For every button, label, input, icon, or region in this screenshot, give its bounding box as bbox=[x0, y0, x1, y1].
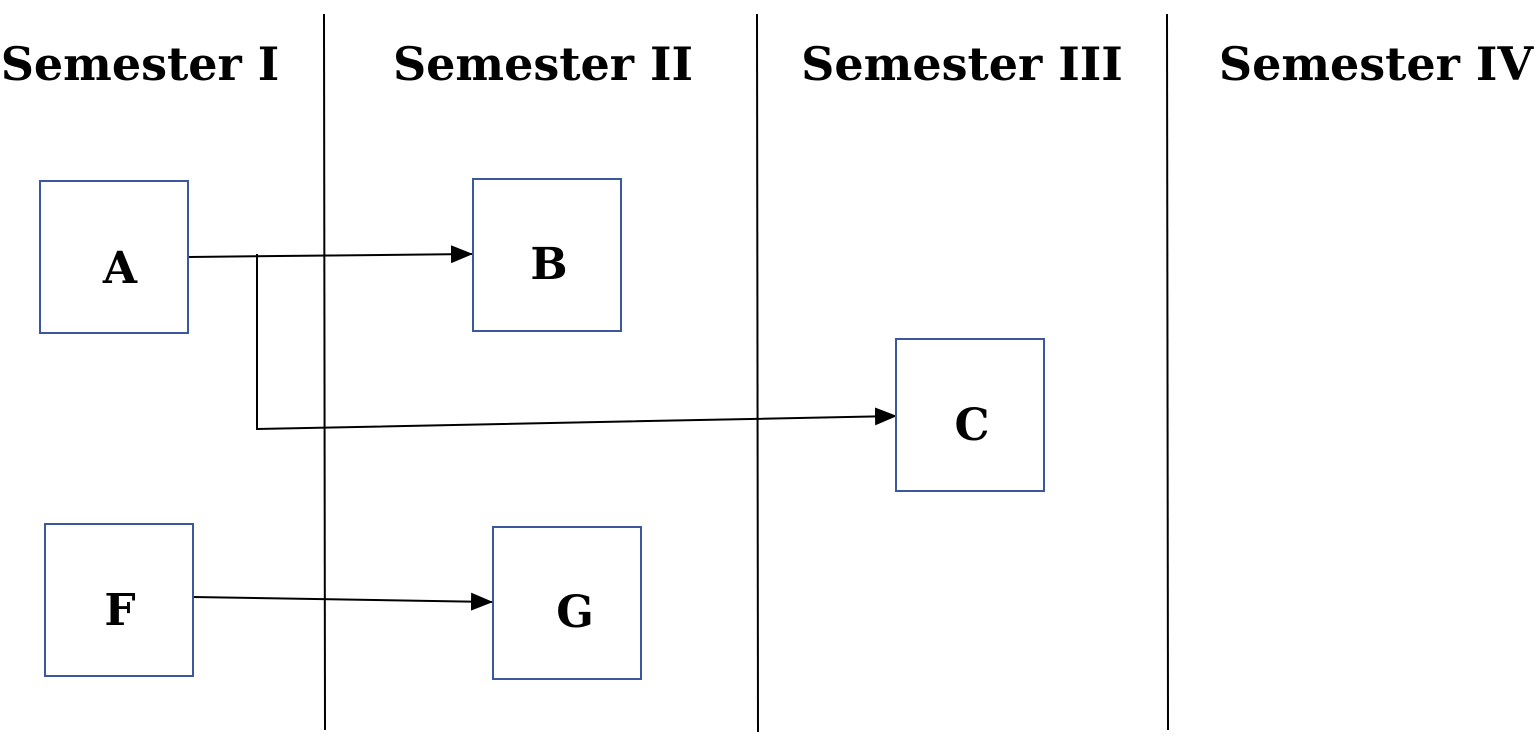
edge-a-to-c bbox=[256, 254, 897, 431]
course-node-c: C bbox=[895, 338, 1045, 492]
course-label-c: C bbox=[954, 400, 989, 451]
course-label-f: F bbox=[104, 585, 135, 636]
course-node-f: F bbox=[44, 523, 194, 677]
column-divider-3 bbox=[1166, 13, 1169, 731]
semester-header-2: Semester II bbox=[393, 37, 693, 91]
course-box-c bbox=[895, 338, 1045, 492]
course-box-a bbox=[39, 180, 189, 334]
column-divider-1 bbox=[323, 13, 326, 731]
column-divider-2 bbox=[756, 13, 759, 733]
course-node-a: A bbox=[39, 180, 189, 334]
course-node-g: G bbox=[492, 526, 642, 680]
semester-header-1: Semester I bbox=[1, 37, 280, 91]
course-label-g: G bbox=[556, 587, 594, 638]
semester-header-4: Semester IV bbox=[1219, 37, 1535, 91]
semester-header-3: Semester III bbox=[801, 37, 1123, 91]
edge-f-to-g bbox=[192, 592, 493, 611]
course-box-g bbox=[492, 526, 642, 680]
course-node-b: B bbox=[472, 178, 622, 332]
edge-a-to-b bbox=[188, 245, 473, 264]
course-box-f bbox=[44, 523, 194, 677]
course-box-b bbox=[472, 178, 622, 332]
course-label-a: A bbox=[102, 243, 138, 294]
course-label-b: B bbox=[530, 239, 567, 290]
